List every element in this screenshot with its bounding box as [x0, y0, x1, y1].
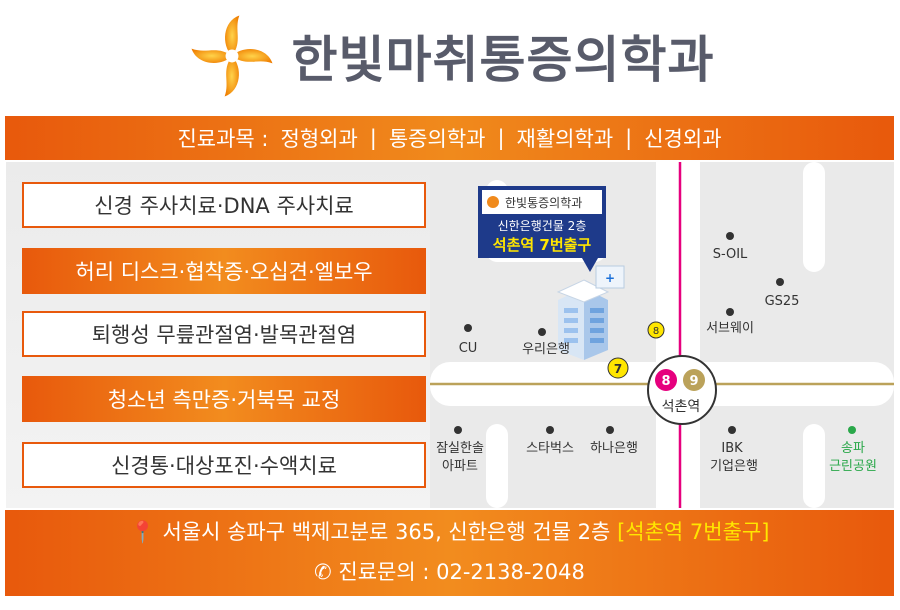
station-line8: 8: [661, 374, 670, 389]
treatment-item: 신경통·대상포진·수액치료: [22, 442, 426, 488]
treatment-list: 신경 주사치료·DNA 주사치료 허리 디스크·협착증·오십견·엘보우 퇴행성 …: [6, 162, 430, 508]
treatment-item: 허리 디스크·협착증·오십견·엘보우: [22, 248, 426, 294]
place-dot: [606, 426, 614, 434]
place-woori: 우리은행: [522, 341, 570, 357]
address-text: 서울시 송파구 백제고분로 365, 신한은행 건물 2층: [162, 520, 611, 544]
place-dot: [538, 328, 546, 336]
place-dot: [726, 308, 734, 316]
place-gs25: GS25: [765, 294, 800, 309]
place-dot: [726, 232, 734, 240]
treatment-item: 청소년 측만증·거북목 교정: [22, 376, 426, 422]
page-title: 한빛마취통증의학과: [291, 31, 715, 89]
subjects-bar: 진료과목 : 정형외과 | 통증의학과 | 재활의학과 | 신경외과: [5, 116, 894, 160]
park-dot: [848, 426, 856, 434]
place-ibk: 기업은행: [710, 458, 758, 474]
callout-header: [482, 190, 602, 214]
place-jamsil: 아파트: [442, 459, 478, 474]
callout-logo-icon: [487, 196, 499, 208]
station-name: 석촌역: [662, 399, 701, 415]
contact-bar: 📍 서울시 송파구 백제고분로 365, 신한은행 건물 2층 [석촌역 7번출…: [5, 510, 894, 596]
exit-8-label: 8: [653, 326, 659, 337]
subject-item: 통증의학과: [388, 127, 486, 151]
place-dot: [464, 324, 472, 332]
phone-text: 진료문의 : 02-2138-2048: [338, 560, 585, 584]
phone-icon: ✆: [314, 560, 332, 584]
main-road-vertical: [656, 162, 700, 508]
exit-8-marker: [647, 321, 665, 339]
treatment-item: 퇴행성 무릎관절염·발목관절염: [22, 311, 426, 357]
address-highlight: [석촌역 7번출구]: [617, 520, 770, 544]
map-canvas: 한빛통증의학과 신한은행건물 2층 석촌역 7번출구 +: [430, 162, 894, 508]
subject-item: 신경외과: [644, 127, 722, 151]
location-pin-icon: 📍: [129, 520, 156, 544]
clinic-building-icon: +: [556, 265, 625, 360]
subjects-label: 진료과목 :: [177, 127, 269, 151]
place-subway: 서브웨이: [706, 321, 754, 336]
exit-7-label: 7: [614, 362, 622, 376]
place-dot: [546, 426, 554, 434]
phone-line: ✆ 진료문의 : 02-2138-2048: [5, 556, 894, 586]
location-map: 한빛통증의학과 신한은행건물 2층 석촌역 7번출구 +: [430, 162, 894, 508]
station-marker: 8 9 석촌역: [647, 355, 717, 425]
subject-item: 정형외과: [280, 127, 358, 151]
place-cu: CU: [459, 341, 478, 356]
place-starbucks: 스타벅스: [526, 441, 574, 456]
place-hana: 하나은행: [590, 440, 638, 456]
subject-item: 재활의학과: [516, 127, 614, 151]
side-road: [486, 424, 508, 508]
place-park: 송파: [841, 441, 865, 456]
clinic-logo-icon: [191, 15, 272, 97]
subject-separator: |: [369, 126, 377, 150]
treatment-item: 신경 주사치료·DNA 주사치료: [22, 182, 426, 228]
side-road: [803, 424, 825, 508]
place-park: 근린공원: [829, 459, 877, 474]
callout-exit: 석촌역 7번출구: [493, 236, 592, 254]
subject-separator: |: [625, 126, 633, 150]
callout-building: 신한은행건물 2층: [498, 218, 587, 233]
side-road: [803, 162, 825, 272]
place-dot: [728, 426, 736, 434]
place-ibk: IBK: [721, 441, 743, 456]
place-dot: [454, 426, 462, 434]
footer-strip: [0, 596, 900, 610]
subject-separator: |: [497, 126, 505, 150]
exit-7-marker: [607, 357, 629, 379]
svg-text:+: +: [605, 271, 615, 285]
station-line9: 9: [689, 374, 698, 389]
callout-clinic: 한빛통증의학과: [505, 196, 582, 210]
place-soil: S-OIL: [713, 247, 748, 262]
clinic-callout: 한빛통증의학과 신한은행건물 2층 석촌역 7번출구: [478, 186, 606, 272]
place-jamsil: 잠실한솔: [436, 441, 484, 456]
address-line: 📍 서울시 송파구 백제고분로 365, 신한은행 건물 2층 [석촌역 7번출…: [5, 516, 894, 546]
header: 한빛마취통증의학과: [0, 0, 900, 112]
callout-pointer: [582, 258, 598, 272]
place-dot: [776, 278, 784, 286]
